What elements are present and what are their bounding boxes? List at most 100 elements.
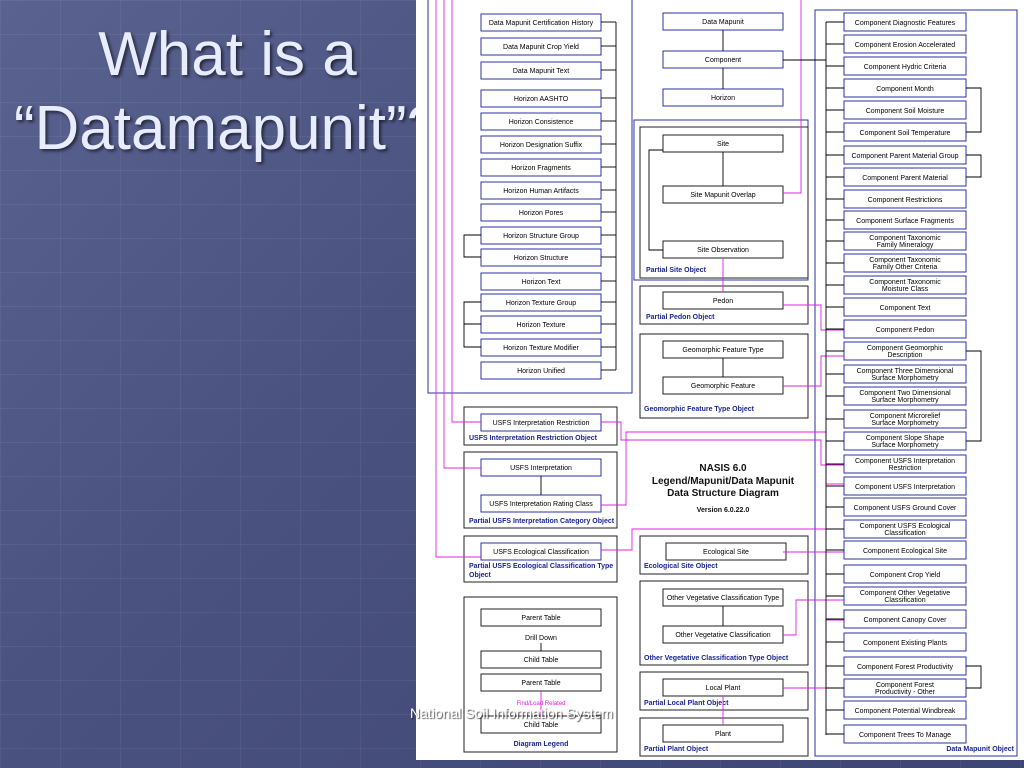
right-table-label: Family Other Criteria xyxy=(873,264,938,271)
right-table-label: Component Restrictions xyxy=(868,197,943,204)
plant-object-label: Partial Plant Object xyxy=(644,746,709,753)
pink-link-usfs-restriction xyxy=(451,0,481,423)
right-table-label: Surface Morphometry xyxy=(871,442,939,449)
left-table-box xyxy=(480,61,602,80)
left-table-label: Horizon Texture Modifier xyxy=(503,345,579,352)
legend-parent-box xyxy=(480,608,602,627)
geomorphic-feature-type-label: Geomorphic Feature Type xyxy=(682,347,763,354)
right-table-label: Surface Morphometry xyxy=(871,397,939,404)
left-table-label: Horizon Texture xyxy=(517,322,566,329)
pink-link-pedon xyxy=(783,304,844,331)
right-table-label: Component Parent Material Group xyxy=(852,153,959,160)
left-table-box xyxy=(480,272,602,291)
veg-type-label: Other Vegetative Classification Type xyxy=(667,595,779,602)
left-table-label: Horizon Human Artifacts xyxy=(503,188,579,195)
left-table-box xyxy=(480,293,602,312)
slide-title: What is a “Datamapunit”? xyxy=(0,18,455,166)
right-table-label: Component Taxonomic xyxy=(869,257,941,264)
legend-child-label: Child Table xyxy=(524,657,559,664)
right-table-label: Component Month xyxy=(876,86,934,93)
left-object-frame xyxy=(427,0,633,394)
right-table-label: Component USFS Interpretation xyxy=(855,458,955,465)
left-table-box xyxy=(480,338,602,357)
usfs-rating-class-label: USFS Interpretation Rating Class xyxy=(489,501,593,508)
right-table-label: Restriction xyxy=(888,465,921,472)
right-table-label: Component Crop Yield xyxy=(870,572,941,579)
left-table-label: Horizon Unified xyxy=(517,368,565,375)
usfs-eco-box xyxy=(480,542,602,561)
diagram-title: NASIS 6.0 xyxy=(699,463,747,474)
footer-text: National Soil Information System xyxy=(410,705,614,721)
pink-link-eco-class xyxy=(601,528,844,551)
geomorphic-object-label: Geomorphic Feature Type Object xyxy=(644,406,755,413)
site-observation-label: Site Observation xyxy=(697,247,749,254)
right-table-label: Moisture Class xyxy=(882,286,929,293)
geomorphic-feature-label: Geomorphic Feature xyxy=(691,383,755,390)
plant-label: Plant xyxy=(715,731,731,738)
right-table-label: Component Soil Temperature xyxy=(860,130,951,137)
datamapunit-label: Data Mapunit xyxy=(702,19,744,26)
usfs-eco-object-label-2: Object xyxy=(469,572,491,579)
nasis-data-structure-diagram: Data Mapunit Component Horizon Data Mapu… xyxy=(416,0,1024,760)
right-table-label: Component USFS Ecological xyxy=(860,523,951,530)
right-table-label: Component Three Dimensional xyxy=(857,368,954,375)
left-table-box xyxy=(480,248,602,267)
left-table-box xyxy=(480,37,602,56)
usfs-restriction-label: USFS Interpretation Restriction xyxy=(493,420,590,427)
left-table-box xyxy=(480,89,602,108)
local-plant-object-label: Partial Local Plant Object xyxy=(644,700,729,707)
data-mapunit-object-label: Data Mapunit Object xyxy=(946,746,1014,753)
left-table-box xyxy=(480,361,602,380)
right-group-bracket xyxy=(966,665,982,689)
pedon-object-label: Partial Pedon Object xyxy=(646,314,715,321)
right-table-label: Component Pedon xyxy=(876,327,934,334)
usfs-eco-object-label-1: Partial USFS Ecological Classification T… xyxy=(469,563,613,570)
legend-drill-label: Drill Down xyxy=(525,635,557,642)
title-line-1: What is a xyxy=(98,20,357,89)
right-table-label: Component Microrelief xyxy=(870,413,940,420)
right-table-label: Component USFS Ground Cover xyxy=(854,505,957,512)
right-table-label: Component Slope Shape xyxy=(866,435,944,442)
title-line-2: “Datamapunit”? xyxy=(13,94,442,163)
veg-class-label: Other Vegetative Classification xyxy=(675,632,770,639)
right-table-label: Component Hydric Criteria xyxy=(864,64,947,71)
right-table-label: Component Geomorphic xyxy=(867,345,944,352)
left-table-label: Data Mapunit Crop Yield xyxy=(503,44,579,51)
pink-link-usfs-interp xyxy=(443,0,481,469)
site-object-label: Partial Site Object xyxy=(646,267,707,274)
left-table-box xyxy=(480,181,602,200)
pink-link-usfs-eco xyxy=(435,0,481,558)
right-table-label: Component Two Dimensional xyxy=(859,390,951,397)
usfs-interpretation-label: USFS Interpretation xyxy=(510,465,572,472)
right-group-bracket xyxy=(966,350,982,442)
right-table-label: Component Diagnostic Features xyxy=(855,20,956,27)
left-table-label: Horizon Fragments xyxy=(511,165,571,172)
legend-parent2-label: Parent Table xyxy=(521,680,560,687)
left-table-box xyxy=(480,226,602,245)
usfs-eco-label: USFS Ecological Classification xyxy=(493,549,589,556)
left-table-label: Horizon Designation Suffix xyxy=(500,142,583,149)
legend-parent-label: Parent Table xyxy=(521,615,560,622)
right-table-label: Component Existing Plants xyxy=(863,640,948,647)
usfs-restriction-box xyxy=(480,413,602,432)
right-group-bracket xyxy=(966,154,982,178)
diagram-version: Version 6.0.22.0 xyxy=(697,507,750,514)
pink-link-restriction xyxy=(601,421,844,466)
data-mapunit-object-frame xyxy=(814,9,1018,757)
diagram-subtitle-1: Legend/Mapunit/Data Mapunit xyxy=(652,476,795,487)
right-group-bracket xyxy=(966,87,982,133)
right-table-label: Component USFS Interpretation xyxy=(855,484,955,491)
left-table-box xyxy=(480,13,602,32)
left-table-label: Horizon Pores xyxy=(519,210,564,217)
right-table-label: Classification xyxy=(884,530,925,537)
right-table-label: Component Ecological Site xyxy=(863,548,947,555)
eco-site-label: Ecological Site xyxy=(703,549,749,556)
veg-object-label: Other Vegetative Classification Type Obj… xyxy=(644,655,789,662)
horizon-label: Horizon xyxy=(711,95,735,102)
right-table-label: Component Soil Moisture xyxy=(866,108,945,115)
eco-site-object-label: Ecological Site Object xyxy=(644,563,718,570)
structure-group-link xyxy=(463,234,481,258)
right-table-label: Component Text xyxy=(880,305,931,312)
